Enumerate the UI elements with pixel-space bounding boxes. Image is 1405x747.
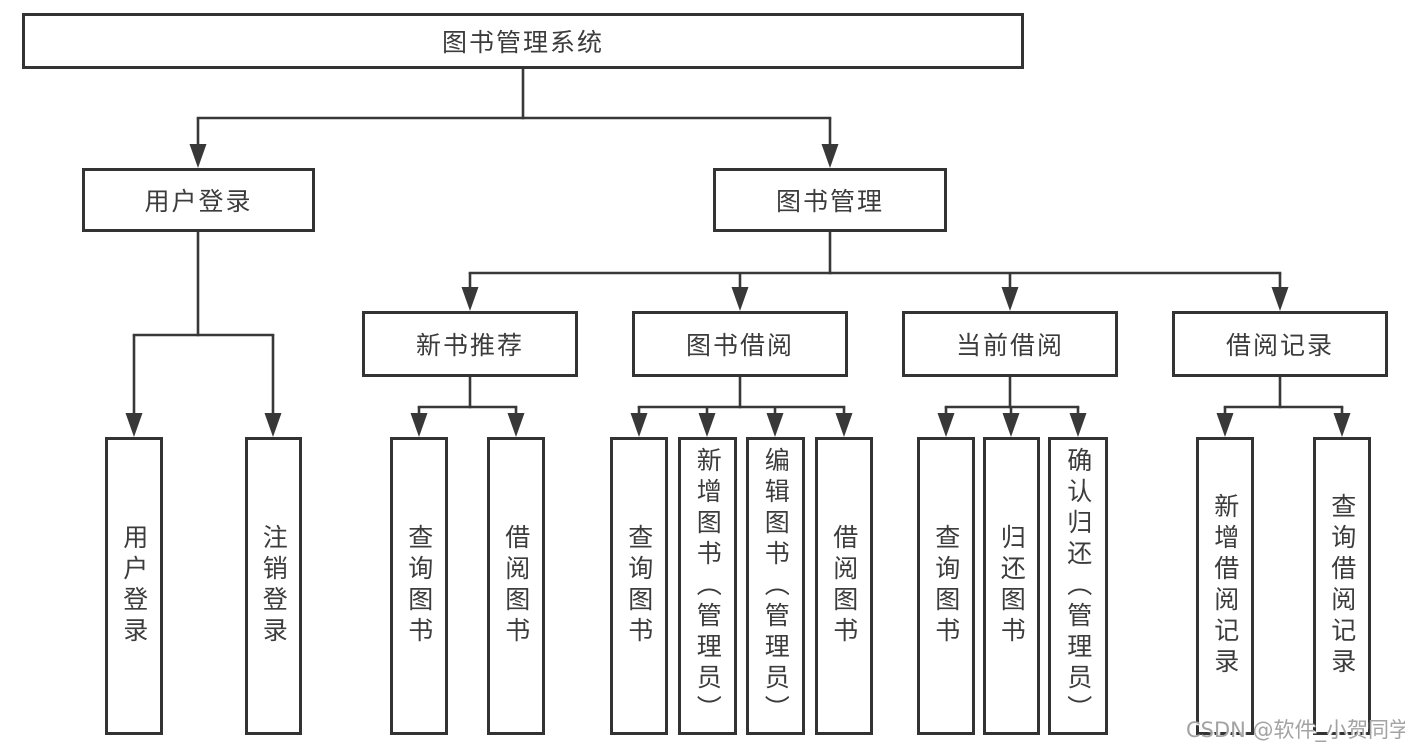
- node-bb-borrow-book: 借阅图书: [815, 437, 873, 735]
- node-br-add-record: 新增借阅记录: [1196, 437, 1254, 735]
- leaf-label: 新增图书（管理员）: [693, 446, 723, 726]
- leaf-label: 注销登录: [259, 524, 289, 648]
- node-new-book-recommend: 新书推荐: [362, 311, 578, 377]
- node-login: 用户登录: [105, 437, 163, 735]
- leaf-label: 用户登录: [119, 524, 149, 648]
- node-bb-edit-book-admin: 编辑图书（管理员）: [746, 437, 805, 735]
- leaf-label: 借阅图书: [501, 524, 531, 648]
- node-cb-query-book: 查询图书: [917, 437, 975, 735]
- node-logout: 注销登录: [245, 437, 302, 735]
- leaf-label: 查询图书: [404, 524, 434, 648]
- leaf-label: 借阅图书: [829, 524, 859, 648]
- node-br-query-record: 查询借阅记录: [1313, 437, 1371, 735]
- node-cb-return-book: 归还图书: [983, 437, 1040, 735]
- node-book-management: 图书管理: [713, 168, 947, 232]
- node-current-borrow: 当前借阅: [902, 311, 1118, 377]
- node-cb-confirm-return-admin: 确认归还（管理员）: [1048, 437, 1108, 735]
- leaf-label: 查询借阅记录: [1327, 493, 1357, 679]
- leaf-label: 编辑图书（管理员）: [761, 446, 791, 726]
- node-book-borrow: 图书借阅: [632, 311, 848, 377]
- leaf-label: 归还图书: [997, 524, 1027, 648]
- node-nb-borrow-book: 借阅图书: [487, 437, 545, 735]
- leaf-label: 确认归还（管理员）: [1063, 446, 1093, 726]
- node-bb-add-book-admin: 新增图书（管理员）: [678, 437, 737, 735]
- node-borrow-record: 借阅记录: [1172, 311, 1388, 377]
- node-bb-query-book: 查询图书: [610, 437, 668, 735]
- node-nb-query-book: 查询图书: [390, 437, 448, 735]
- leaf-label: 查询图书: [624, 524, 654, 648]
- leaf-label: 查询图书: [931, 524, 961, 648]
- node-system-root: 图书管理系统: [22, 13, 1024, 69]
- node-user-login: 用户登录: [82, 168, 315, 232]
- csdn-watermark: CSDN @软件_小贺同学: [1186, 718, 1405, 742]
- leaf-label: 新增借阅记录: [1210, 493, 1240, 679]
